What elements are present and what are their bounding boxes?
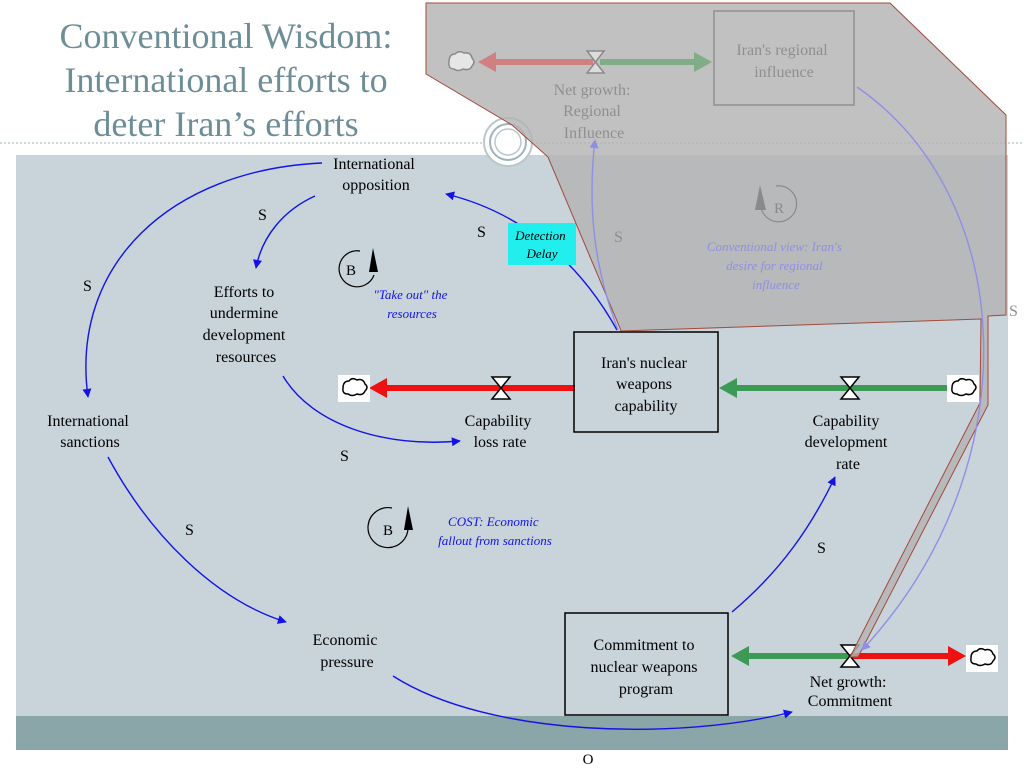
valve-icon: [839, 376, 861, 400]
polarity-s-faded: S: [614, 229, 623, 246]
node-iran-regional-influence: Iran's regional influence: [736, 42, 831, 81]
polarity-s-label: S: [258, 207, 267, 224]
polarity-s-label: S: [185, 522, 194, 539]
loop-b-symbol: B: [383, 523, 393, 539]
link-opposition-to-efforts: [253, 195, 316, 269]
link-opposition-to-sanctions: [82, 162, 323, 398]
loop-b-take-out: B: [338, 248, 378, 288]
loop-arrow-icon: [338, 250, 375, 288]
link-capability-to-regional-growth: [589, 139, 619, 331]
link-efforts-to-lossrate: [282, 375, 461, 447]
title-line-2: International efforts to: [64, 60, 388, 100]
slide-title: Conventional Wisdom: International effor…: [28, 14, 424, 146]
stock-box-commitment: [564, 612, 729, 716]
link-commitment-to-devrate: [731, 476, 836, 613]
node-capability-loss-rate: Capability loss rate: [465, 413, 536, 451]
polarity-s-label: S: [340, 448, 349, 465]
link-sanctions-to-pressure: [107, 456, 287, 624]
cloud-icon: [448, 50, 475, 72]
polarity-s-label: S: [817, 540, 826, 557]
loop-b-cost: B: [367, 506, 413, 549]
node-capability-development-rate: Capability development rate: [805, 413, 892, 473]
loop-r-conventional: R: [755, 185, 798, 223]
link-regional-influence-to-commitment: [856, 86, 985, 651]
loop-cost-label: COST: Economic fallout from sanctions: [438, 514, 552, 548]
loop-r-symbol: R: [774, 201, 784, 217]
inflow-arrowhead-regional: [694, 52, 712, 72]
detection-delay-box: [508, 223, 576, 265]
node-commitment-program: Commitment to nuclear weapons program: [590, 637, 701, 698]
cloud-icon: [966, 645, 998, 672]
footer-marker: O: [583, 752, 594, 768]
bottom-band: [16, 716, 1008, 750]
loop-arrow-icon: [367, 507, 409, 549]
outflow-arrowhead-regional: [478, 52, 496, 72]
title-line-3: deter Iran’s efforts: [93, 104, 359, 144]
node-international-sanctions: International sanctions: [47, 413, 133, 451]
loop-conventional-view-label: Conventional view: Iran's desire for reg…: [707, 239, 845, 292]
cloud-icon: [338, 375, 370, 402]
loop-b-symbol: B: [346, 263, 356, 279]
polarity-s-label: S: [83, 278, 92, 295]
valve-icon: [585, 50, 606, 74]
node-efforts-to-undermine: Efforts to undermine development resourc…: [203, 284, 290, 366]
title-line-1: Conventional Wisdom:: [59, 16, 393, 56]
node-net-growth-commitment: Net growth: Commitment: [808, 674, 893, 710]
outflow-arrowhead-commitment: [948, 646, 966, 666]
stock-box-regional-influence: [713, 10, 855, 106]
outflow-arrowhead-loss: [369, 378, 387, 398]
detection-delay-label: Detection Delay: [514, 228, 569, 261]
link-pressure-to-netgrowth: [392, 675, 793, 730]
stock-box-capability: [573, 331, 719, 433]
inflow-arrowhead-commitment: [731, 646, 749, 666]
node-economic-pressure: Economic pressure: [313, 632, 382, 671]
node-iran-nuclear-capability: Iran's nuclear weapons capability: [601, 355, 691, 415]
polarity-s-faded: S: [1009, 303, 1018, 320]
valve-icon: [490, 376, 512, 400]
node-net-growth-regional: Net growth: Regional Influence: [554, 82, 635, 142]
node-international-opposition: International opposition: [333, 156, 419, 194]
loop-arrow-icon: [759, 185, 798, 223]
loop-take-out-label: "Take out" the resources: [373, 287, 450, 321]
cloud-icon: [947, 375, 979, 402]
inflow-arrowhead-development: [719, 378, 737, 398]
conventional-view-overlay: [425, 2, 1007, 658]
polarity-s-label: S: [477, 224, 486, 241]
